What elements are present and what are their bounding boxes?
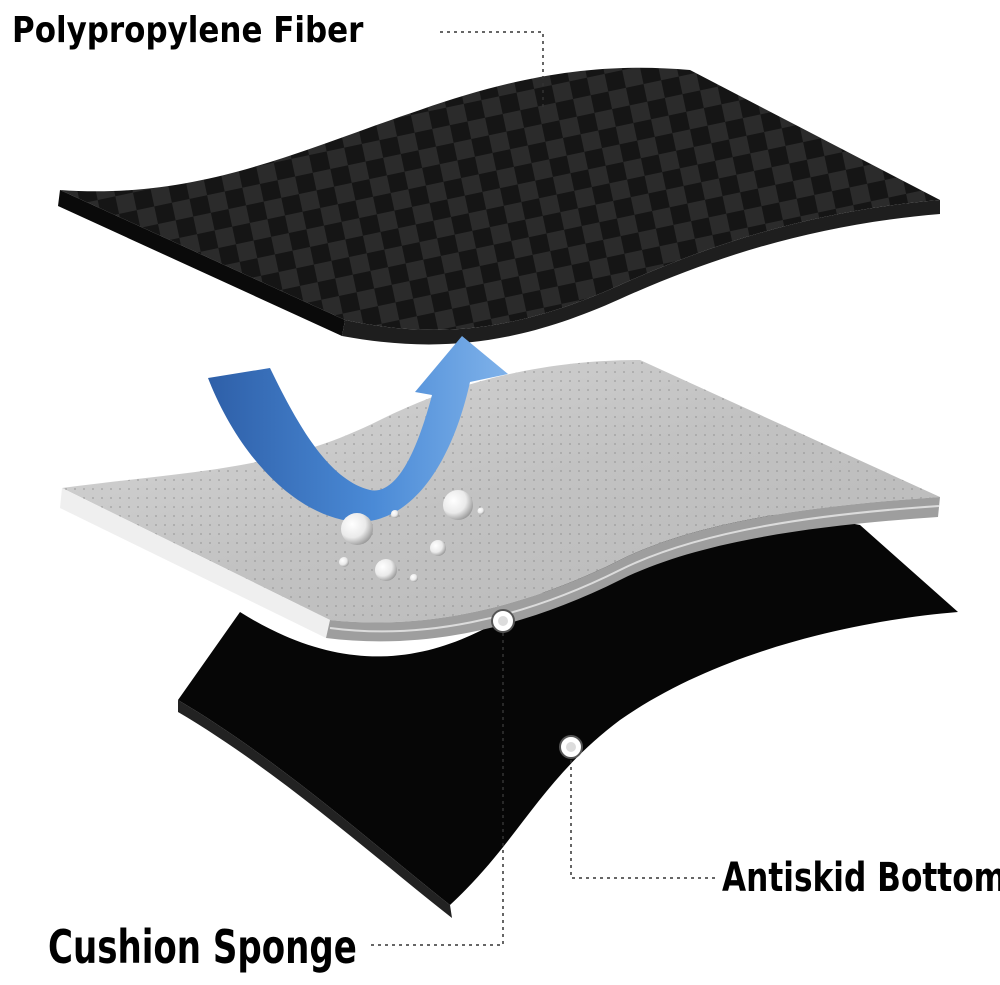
cushion-sponge-layer <box>60 360 940 642</box>
leader-line-antiskid <box>570 760 718 879</box>
polypropylene-fiber-layer <box>58 67 940 345</box>
leader-line-fiber <box>440 31 544 110</box>
label-polypropylene-fiber: Polypropylene Fiber <box>12 10 364 51</box>
water-droplet-icon <box>339 490 485 582</box>
curved-arrow-icon <box>208 336 508 522</box>
anchor-dot-icon <box>491 609 583 759</box>
label-antiskid-bottom: Antiskid Bottom <box>722 855 1000 901</box>
leader-line-cushion <box>368 633 504 946</box>
label-cushion-sponge: Cushion Sponge <box>48 920 357 974</box>
antiskid-bottom-layer <box>178 514 958 918</box>
leader-lines <box>368 31 718 946</box>
